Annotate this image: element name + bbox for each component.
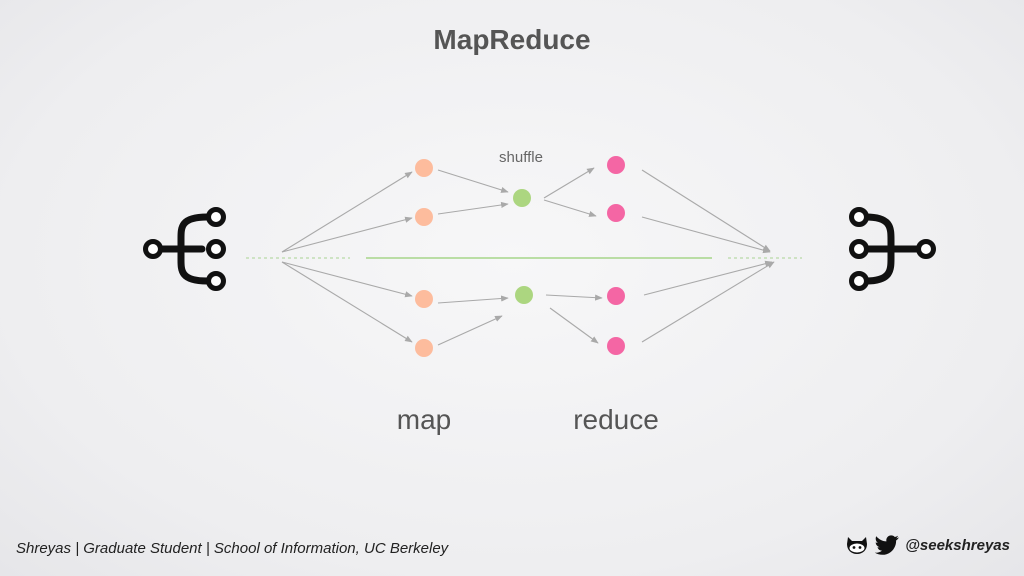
- map-node-3: [415, 290, 433, 308]
- arrow-reduce1-output: [641, 169, 771, 252]
- twitter-bird-icon[interactable]: [875, 535, 900, 555]
- shuffle-label: shuffle: [499, 149, 543, 166]
- arrow-input-map-2: [281, 216, 413, 253]
- arrow-map1-shuffle1: [437, 169, 509, 193]
- footer-social: @seekshreyas: [845, 534, 1010, 556]
- fork-merge-icon: [849, 207, 936, 291]
- reduce-nodes: [607, 156, 625, 355]
- slide-title: MapReduce: [433, 24, 591, 55]
- reduce-label: reduce: [573, 404, 659, 435]
- arrows: [281, 167, 775, 346]
- arrow-input-map-1: [281, 171, 413, 253]
- github-octocat-icon[interactable]: [845, 534, 869, 556]
- map-label: map: [397, 404, 451, 435]
- twitter-handle[interactable]: @seekshreyas: [905, 536, 1010, 554]
- fork-split-icon: [143, 207, 226, 291]
- map-node-2: [415, 208, 433, 226]
- shuffle-node-1: [513, 189, 531, 207]
- arrow-map4-shuffle2: [437, 315, 503, 346]
- footer-credit: Shreyas | Graduate Student | School of I…: [16, 540, 449, 557]
- map-node-1: [415, 159, 433, 177]
- map-node-4: [415, 339, 433, 357]
- arrow-shuffle1-reduce2: [543, 199, 597, 217]
- shuffle-nodes: [513, 189, 533, 304]
- arrow-shuffle1-reduce1: [543, 167, 595, 199]
- arrow-reduce2-output: [641, 216, 771, 254]
- shuffle-node-2: [515, 286, 533, 304]
- arrow-reduce4-output: [641, 261, 775, 343]
- reduce-node-1: [607, 156, 625, 174]
- arrow-input-map-3: [281, 261, 413, 298]
- arrow-map3-shuffle2: [437, 295, 509, 304]
- reduce-node-3: [607, 287, 625, 305]
- map-nodes: [415, 159, 433, 357]
- arrow-input-map-4: [281, 261, 413, 343]
- arrow-shuffle2-reduce4: [549, 307, 599, 344]
- arrow-shuffle2-reduce3: [545, 294, 603, 301]
- reduce-node-4: [607, 337, 625, 355]
- reduce-node-2: [607, 204, 625, 222]
- arrow-reduce3-output: [643, 260, 773, 296]
- arrow-map2-shuffle1: [437, 201, 509, 215]
